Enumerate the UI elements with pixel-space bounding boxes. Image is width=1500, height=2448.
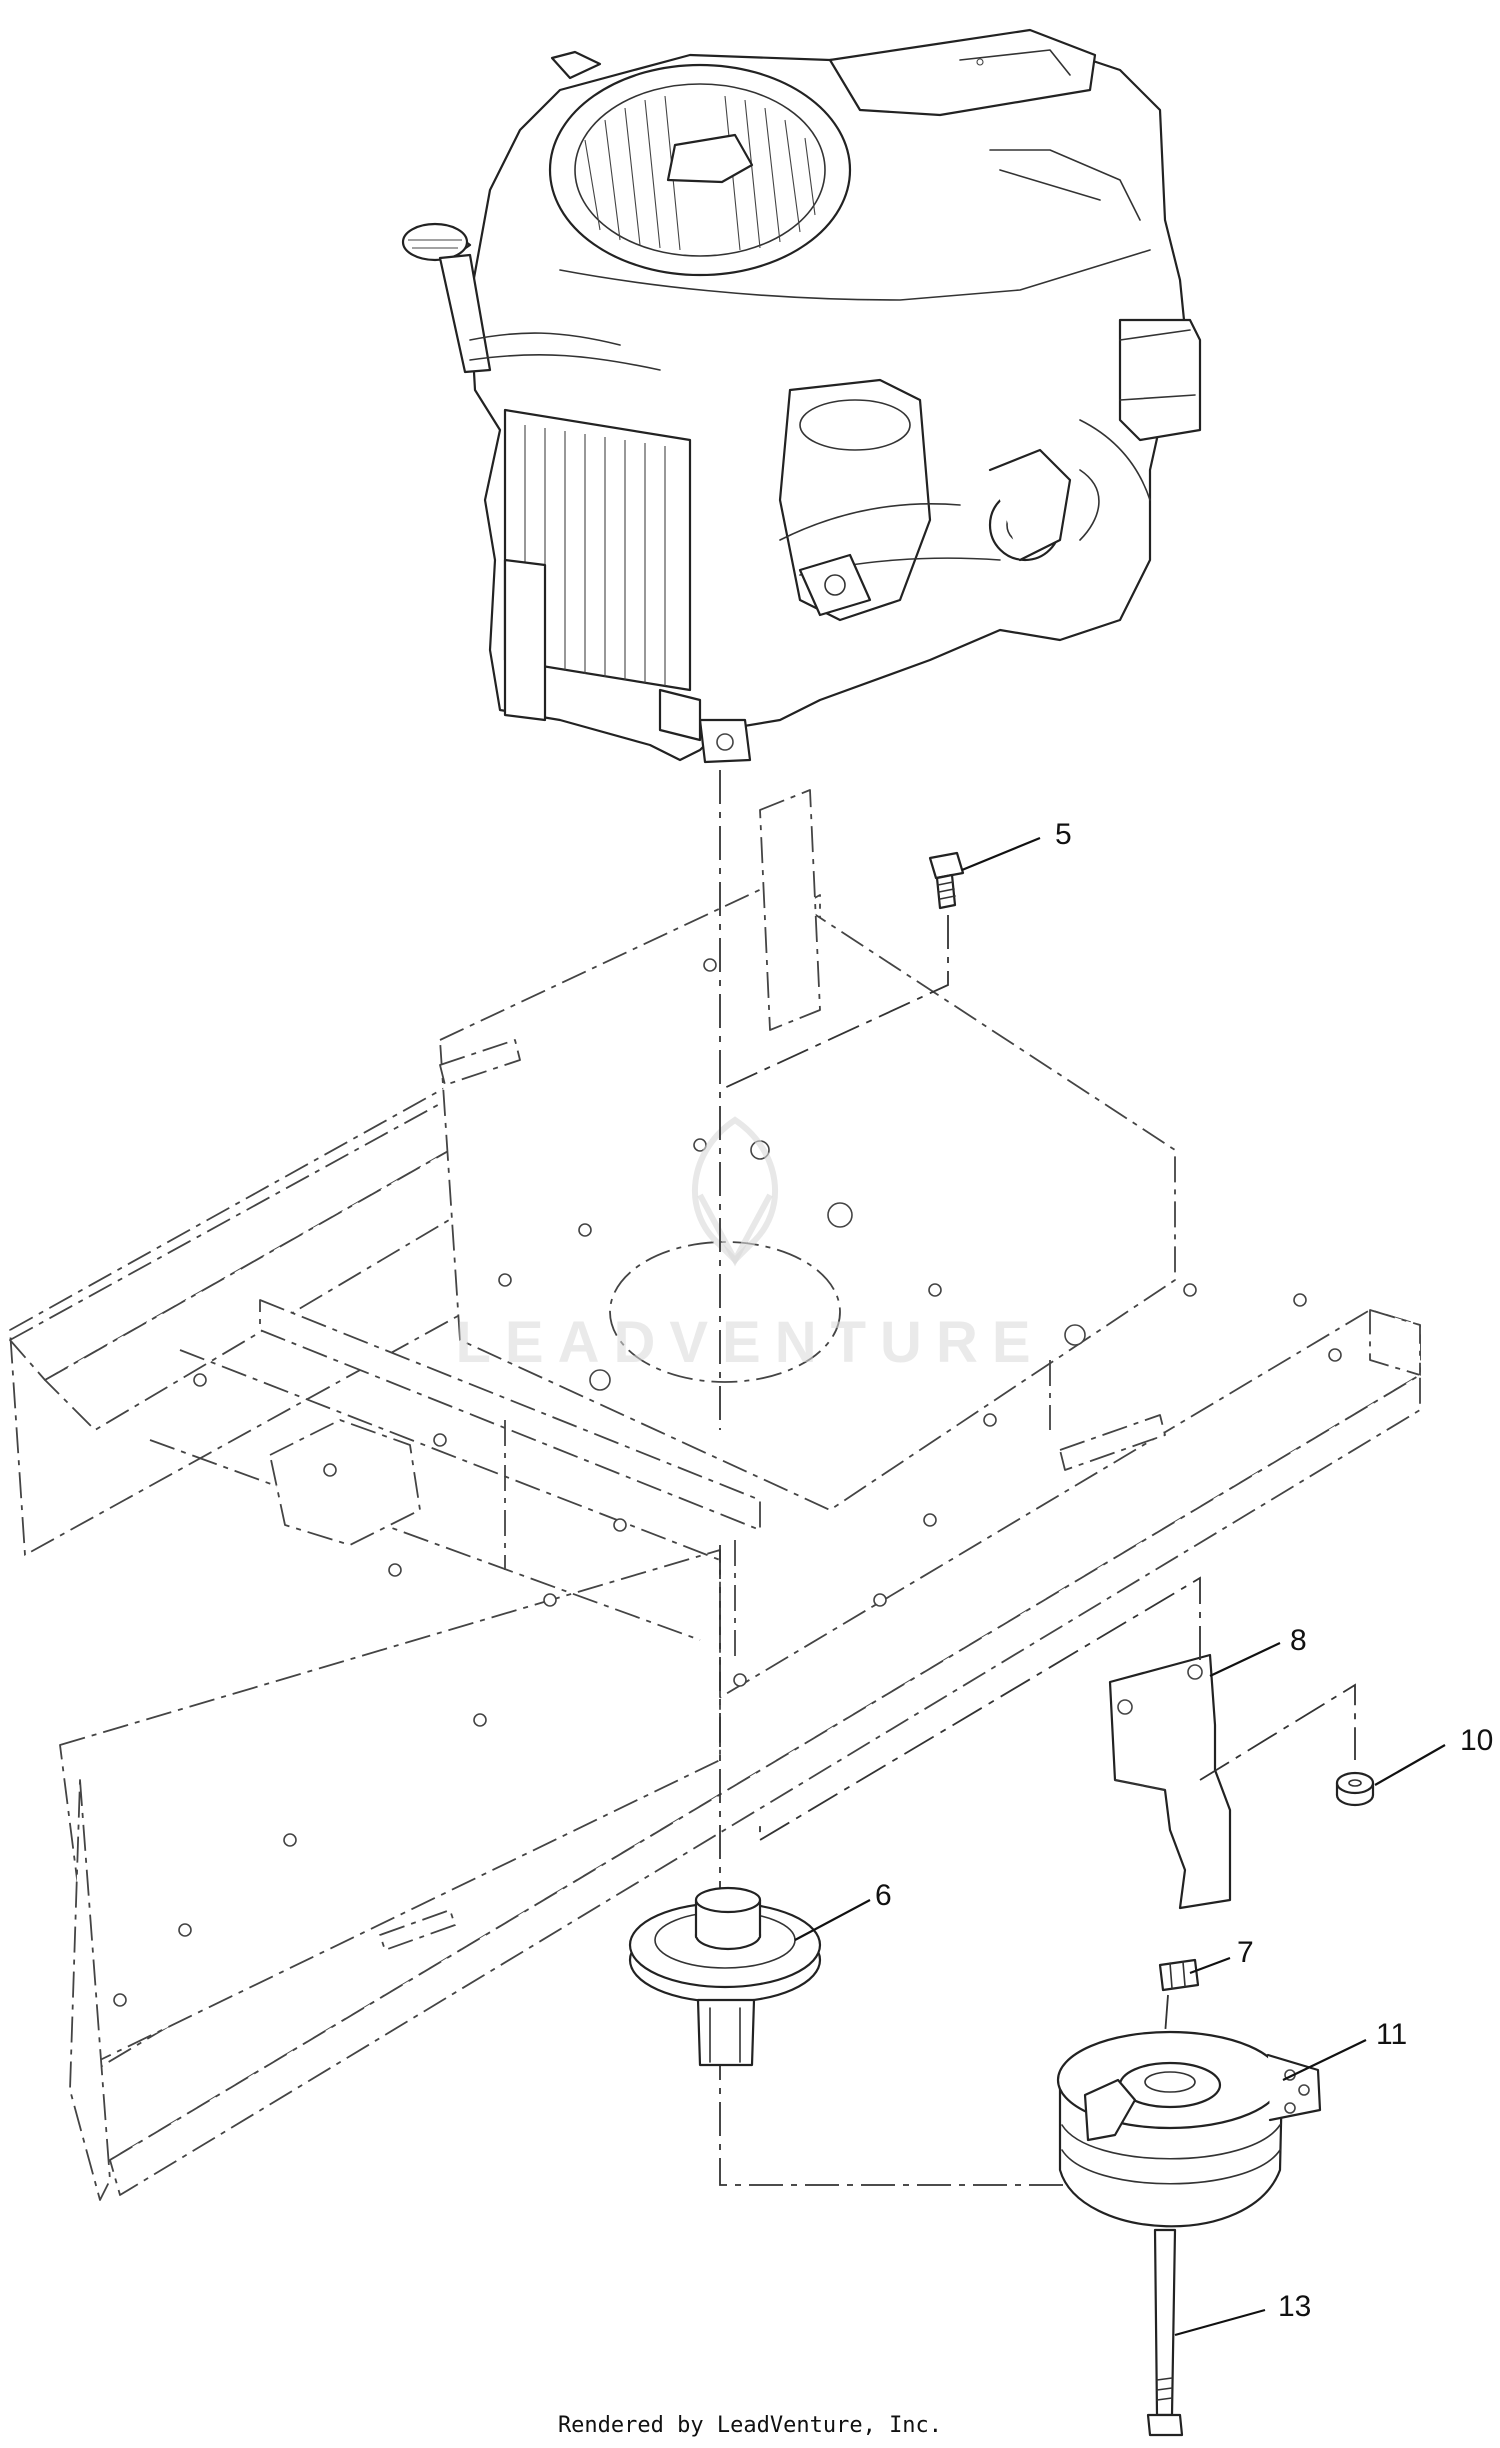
part-13-bolt (1146, 2228, 1184, 2437)
part-10-nut (1335, 1771, 1375, 1807)
footer-credit: Rendered by LeadVenture, Inc. (558, 2413, 942, 2438)
callout-labels: 5 6 7 8 10 11 13 (875, 818, 1493, 2323)
callout-13: 13 (1278, 2290, 1311, 2323)
callout-8: 8 (1290, 1624, 1307, 1657)
callout-leaders (794, 836, 1446, 2337)
part-6-pulley (628, 1886, 822, 2067)
callout-10: 10 (1460, 1724, 1493, 1757)
callout-6: 6 (875, 1879, 892, 1912)
callout-11: 11 (1376, 2018, 1407, 2051)
watermark-text: LEADVENTURE (455, 1310, 1044, 1375)
oil-fill-cap-icon (401, 222, 469, 262)
part-11-clutch (1056, 2030, 1322, 2228)
part-7-connector (1158, 1958, 1200, 1992)
frame-holes (113, 958, 1342, 2007)
part-5-bolt (928, 851, 965, 910)
cylinder-fins (503, 408, 692, 722)
mower-frame (9, 789, 1421, 2201)
engine-assembly (401, 28, 1202, 764)
callout-7: 7 (1237, 1936, 1254, 1969)
callout-5: 5 (1055, 818, 1072, 851)
clutch-connector-housing (1083, 2078, 1137, 2142)
frame-cutout (269, 1419, 421, 1546)
part-8-bracket (1108, 1653, 1232, 1910)
watermark: LEADVENTURE (455, 1116, 1044, 1375)
